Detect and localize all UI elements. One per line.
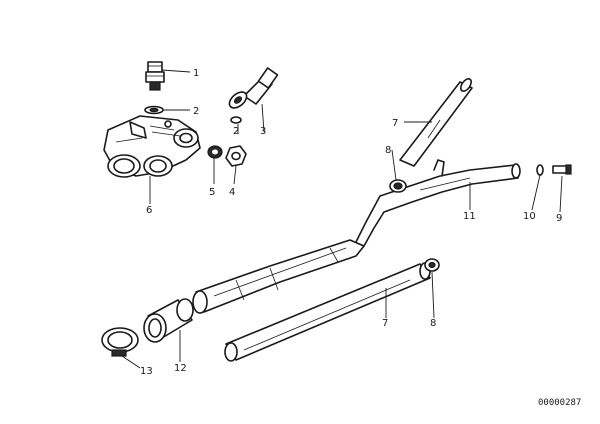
leader-lines	[121, 69, 563, 369]
callout-8-upper: 8	[385, 145, 391, 156]
hose-section-12	[143, 298, 194, 343]
drawing-number: 00000287	[538, 398, 581, 408]
callout-7-lower: 7	[382, 318, 388, 329]
callout-9: 9	[556, 213, 562, 224]
callout-10: 10	[523, 211, 536, 222]
callout-8-lower: 8	[430, 318, 436, 329]
hose-clamp-lower	[424, 258, 440, 272]
hose-clamp-upper	[389, 179, 407, 193]
sealing-ring-small	[230, 116, 242, 124]
hose-clamp-13	[101, 327, 139, 357]
callout-7-upper: 7	[392, 118, 398, 129]
cap-nut-4	[225, 145, 247, 167]
callout-4: 4	[229, 187, 235, 198]
callout-2-right: 2	[233, 126, 239, 137]
hose-7-lower	[224, 262, 431, 362]
callout-6: 6	[146, 205, 152, 216]
main-radiator-hose	[192, 239, 365, 314]
callout-5: 5	[209, 187, 215, 198]
gasket-ring-left	[144, 105, 164, 115]
callout-3: 3	[260, 126, 266, 137]
connecting-pipe-11	[351, 159, 521, 251]
callout-2-left: 2	[193, 106, 199, 117]
seal-ring-5	[207, 145, 223, 159]
washer-10	[536, 164, 544, 176]
callout-11: 11	[463, 211, 476, 222]
callout-1: 1	[193, 68, 199, 79]
thermostat-housing	[103, 115, 201, 178]
callout-12: 12	[174, 363, 187, 374]
temperature-sensor	[145, 61, 165, 91]
hose-7-upper	[399, 78, 473, 167]
bolt-9	[552, 164, 572, 175]
sender-unit	[228, 67, 279, 109]
callout-13: 13	[140, 366, 153, 377]
